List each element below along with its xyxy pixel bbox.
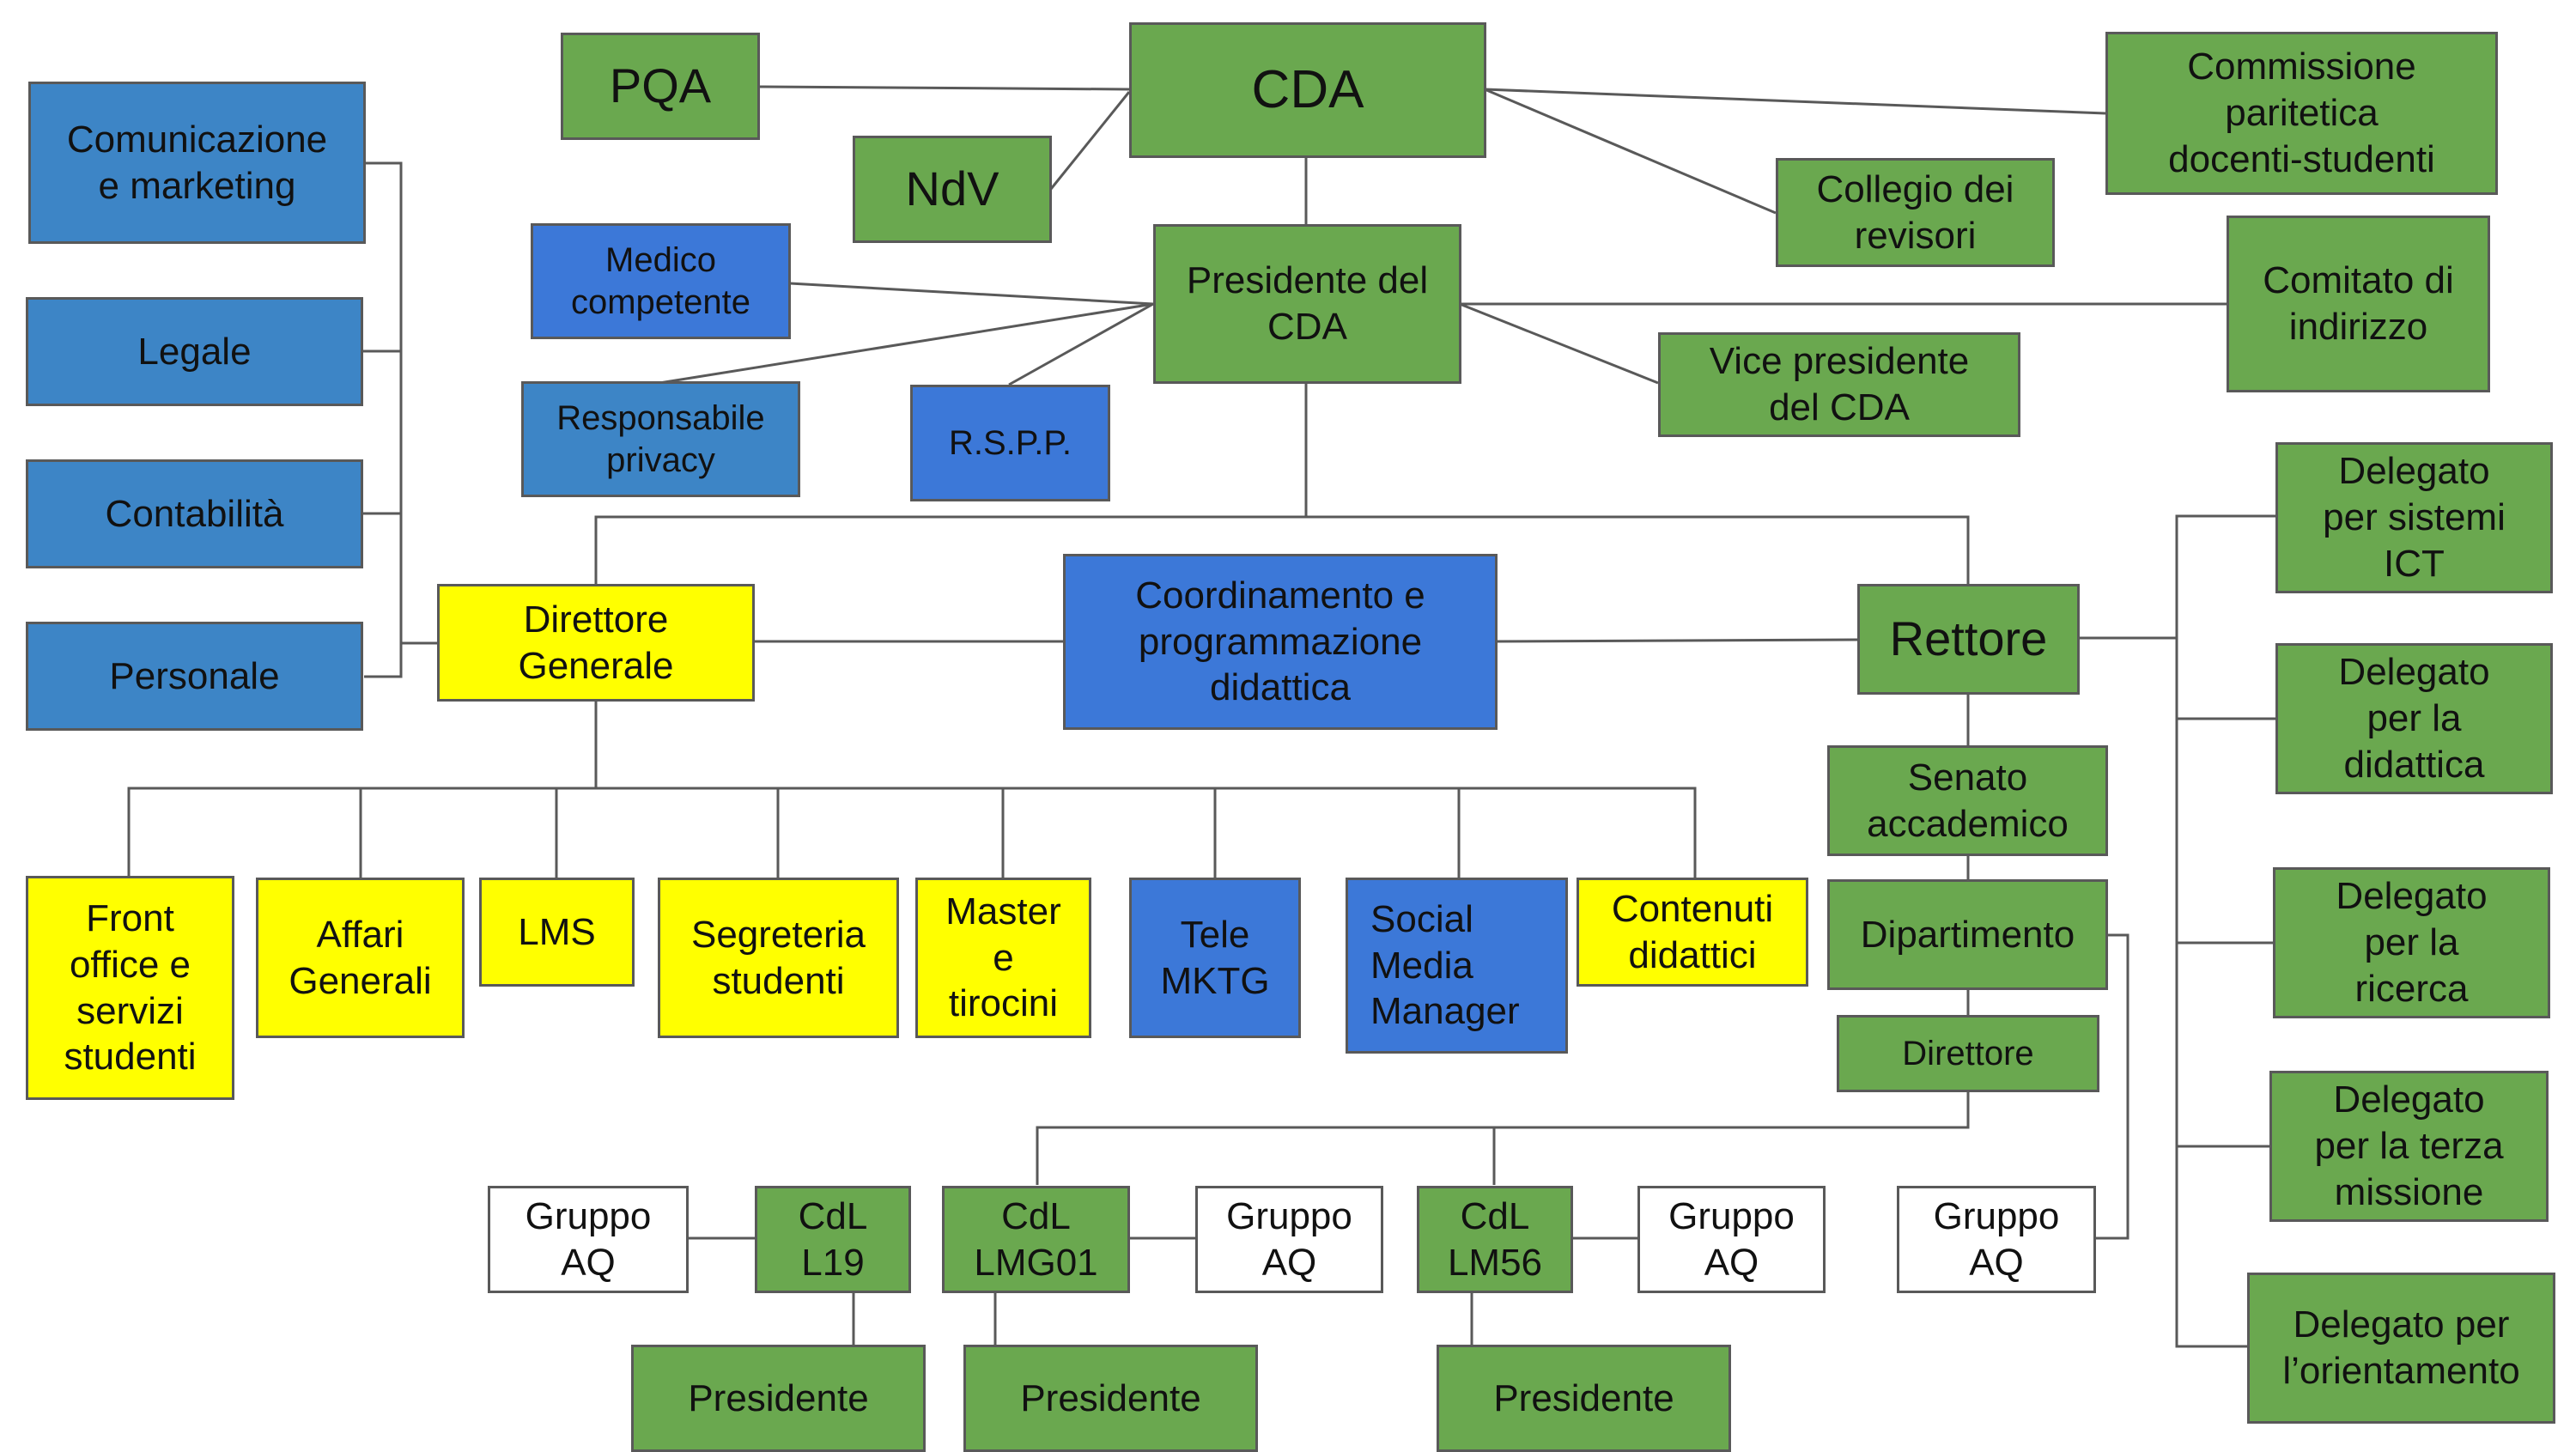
connector-privacy-presidente [659,302,1154,385]
cdl-l19-box[interactable]: CdL L19 [755,1186,911,1293]
delegato-didattica-box[interactable]: Delegato per la didattica [2275,643,2553,794]
connector-rspp-presidente [1008,302,1154,386]
ndv-box[interactable]: NdV [853,136,1052,243]
cdl-lmg01-box[interactable]: CdL LMG01 [942,1186,1130,1293]
connector-pqa-cda [758,85,1130,91]
connector-cda-collegio [1484,88,1777,215]
delegato-ricerca-box[interactable]: Delegato per la ricerca [2273,867,2550,1018]
connector-medico-presidente [789,282,1154,306]
personale-box[interactable]: Personale [26,622,363,731]
rspp-box[interactable]: R.S.P.P. [910,385,1110,501]
connector-presidente-vice [1459,302,1659,385]
legale-box[interactable]: Legale [26,297,363,406]
connector-coordinamento-rettore [1495,638,1858,643]
segreteria-studenti-box[interactable]: Segreteria studenti [658,878,899,1038]
contabilita-box[interactable]: Contabilità [26,459,363,568]
cdl-lm56-box[interactable]: CdL LM56 [1417,1186,1573,1293]
connector-delegato-ict [2175,514,2275,638]
dipartimento-box[interactable]: Dipartimento [1827,879,2108,990]
delegato-ict-box[interactable]: Delegato per sistemi ICT [2275,442,2553,593]
direttore-generale-box[interactable]: Direttore Generale [437,584,755,702]
rettore-box[interactable]: Rettore [1857,584,2080,695]
connector-cda-commissione [1484,88,2106,115]
gruppo-aq-lm56-box[interactable]: Gruppo AQ [1637,1186,1826,1293]
front-office-box[interactable]: Front office e servizi studenti [26,876,234,1100]
connector-rettore-delegati [2079,636,2247,1348]
gruppo-aq-l19-box[interactable]: Gruppo AQ [488,1186,689,1293]
commissione-paritetica-box[interactable]: Commissione paritetica docenti-studenti [2105,32,2498,195]
delegato-terza-missione-box[interactable]: Delegato per la terza missione [2269,1071,2549,1222]
tele-mktg-box[interactable]: Tele MKTG [1129,878,1301,1038]
gruppo-aq-dipartimento-box[interactable]: Gruppo AQ [1897,1186,2096,1293]
connector-ndv-cda [1049,91,1131,190]
contenuti-didattici-box[interactable]: Contenuti didattici [1577,878,1808,987]
connector-contenuti [596,787,1697,878]
medico-competente-box[interactable]: Medico competente [531,223,791,339]
delegato-orientamento-box[interactable]: Delegato per l’orientamento [2247,1273,2555,1424]
presidente-l19-box[interactable]: Presidente [631,1345,926,1452]
pqa-box[interactable]: PQA [561,33,760,140]
comunicazione-marketing-box[interactable]: Comunicazione e marketing [28,82,366,244]
lms-box[interactable]: LMS [479,878,635,987]
connector-direttore-uffici [127,700,598,876]
connector-staff-bracket [364,161,403,678]
responsabile-privacy-box[interactable]: Responsabile privacy [521,381,800,497]
senato-accademico-box[interactable]: Senato accademico [1827,745,2108,856]
collegio-revisori-box[interactable]: Collegio dei revisori [1776,158,2055,267]
master-tirocini-box[interactable]: Master e tirocini [915,878,1091,1038]
affari-generali-box[interactable]: Affari Generali [256,878,465,1038]
connector-direttore-corsi [1036,1091,1970,1185]
presidente-lmg01-box[interactable]: Presidente [963,1345,1258,1452]
comitato-indirizzo-box[interactable]: Comitato di indirizzo [2227,216,2490,392]
gruppo-aq-lmg01-box[interactable]: Gruppo AQ [1195,1186,1383,1293]
connector-presidente-rettore [1306,515,1970,586]
social-media-manager-box[interactable]: Social Media Manager [1346,878,1568,1054]
presidente-lm56-box[interactable]: Presidente [1437,1345,1731,1452]
connector-dipartimento-gruppo [2094,933,2129,1240]
direttore-box[interactable]: Direttore [1837,1015,2099,1092]
vice-presidente-box[interactable]: Vice presidente del CDA [1658,332,2020,437]
connector-presidente-direzione [594,382,1308,586]
presidente-cda-box[interactable]: Presidente del CDA [1153,224,1461,384]
coordinamento-programmazione-box[interactable]: Coordinamento e programmazione didattica [1063,554,1498,730]
cda-box[interactable]: CDA [1129,22,1486,158]
